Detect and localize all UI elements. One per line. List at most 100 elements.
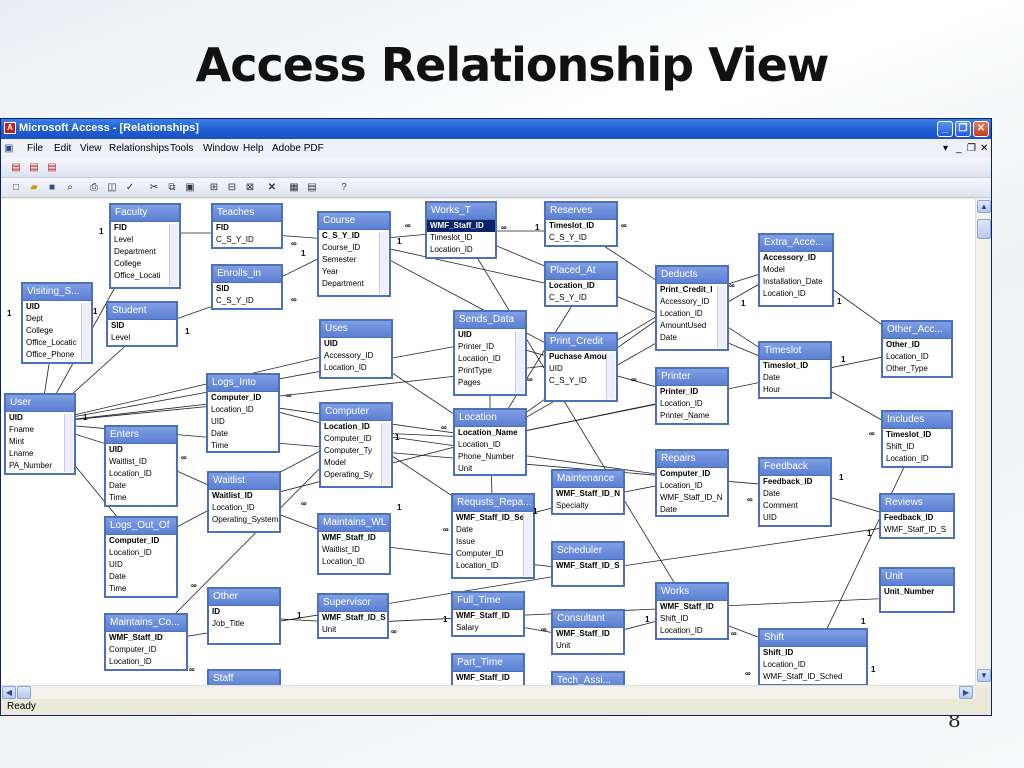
field-mint[interactable]: Mint	[9, 437, 25, 446]
field-wmf-staff-id-n[interactable]: WMF_Staff_ID_N	[660, 493, 723, 502]
print-preview-icon[interactable]: ◫	[107, 182, 117, 193]
field-shift-id[interactable]: Shift_ID	[763, 648, 794, 657]
field-college[interactable]: College	[26, 326, 54, 335]
delete-icon[interactable]: ✕	[267, 182, 277, 193]
field-fid[interactable]: FID	[216, 223, 229, 232]
field-salary[interactable]: Salary	[456, 623, 479, 632]
field-location-id[interactable]: Location_ID	[549, 281, 595, 290]
table-scrollbar[interactable]	[515, 331, 524, 393]
field-c-s-y-id[interactable]: C_S_Y_ID	[216, 235, 254, 244]
field-c-s-y-id[interactable]: C_S_Y_ID	[322, 231, 360, 240]
field-printtype[interactable]: PrintType	[458, 366, 492, 375]
field-uid[interactable]: UID	[109, 560, 123, 569]
table-scrollbar[interactable]	[606, 353, 615, 399]
field-c-s-y-id[interactable]: C_S_Y_ID	[549, 293, 587, 302]
field-job-title[interactable]: Job_Title	[212, 619, 245, 628]
menu-tools[interactable]: Tools	[170, 143, 194, 154]
field-c-s-y-id[interactable]: C_S_Y_ID	[216, 296, 254, 305]
field-location-id[interactable]: Location_ID	[886, 454, 929, 463]
field-computer-id[interactable]: Computer_ID	[660, 469, 711, 478]
field-location-id[interactable]: Location_ID	[211, 405, 254, 414]
table-title[interactable]: Maintains_Co...	[106, 615, 186, 632]
minimize-icon[interactable]: _	[937, 121, 953, 137]
table-title[interactable]: Faculty	[111, 205, 179, 222]
field-wmf-staff-id-sched[interactable]: WMF_Staff_ID_Sched	[763, 672, 843, 681]
field-accessory-id[interactable]: Accessory_ID	[763, 253, 816, 262]
field-model[interactable]: Model	[763, 265, 785, 274]
field-location-id[interactable]: Location_ID	[886, 352, 929, 361]
table-staff[interactable]: Staff	[207, 669, 281, 685]
field-dept[interactable]: Dept	[26, 314, 43, 323]
field-uid[interactable]: UID	[211, 417, 225, 426]
field-location-id[interactable]: Location_ID	[109, 469, 152, 478]
field-uid[interactable]: UID	[324, 339, 338, 348]
field-date[interactable]: Date	[211, 429, 228, 438]
field-location-id[interactable]: Location_ID	[458, 440, 501, 449]
field-location-id[interactable]: Location_ID	[458, 354, 501, 363]
field-date[interactable]: Date	[763, 489, 780, 498]
table-title[interactable]: Other_Acc...	[883, 322, 951, 339]
field-wmf-staff-id[interactable]: WMF_Staff_ID	[556, 629, 610, 638]
field-location-id[interactable]: Location_ID	[430, 245, 473, 254]
field-location-id[interactable]: Location_ID	[324, 422, 370, 431]
field-pa-number[interactable]: PA_Number	[9, 461, 52, 470]
field-timeslot-id[interactable]: Timeslot_ID	[763, 361, 809, 370]
field-comment[interactable]: Comment	[763, 501, 798, 510]
field-location-id[interactable]: Location_ID	[660, 626, 703, 635]
field-uid[interactable]: UID	[26, 302, 40, 311]
field-office-locatic[interactable]: Office_Locatic	[26, 338, 77, 347]
field-wmf-staff-id-n[interactable]: WMF_Staff_ID_N	[556, 489, 621, 498]
menu-view[interactable]: View	[80, 143, 102, 154]
field-unit[interactable]: Unit	[458, 464, 473, 473]
table-title[interactable]: Reviews	[881, 495, 953, 512]
field-operating-system[interactable]: Operating_System	[212, 515, 279, 524]
field-print-credit-i[interactable]: Print_Credit_I	[660, 285, 713, 294]
table-title[interactable]: Full_Time	[453, 593, 523, 610]
field-location-id[interactable]: Location_ID	[660, 399, 703, 408]
field-date[interactable]: Date	[456, 525, 473, 534]
field-year[interactable]: Year	[322, 267, 339, 276]
field-location-id[interactable]: Location_ID	[660, 309, 703, 318]
menu-adobe-pdf[interactable]: Adobe PDF	[272, 143, 324, 154]
field-computer-id[interactable]: Computer_ID	[456, 549, 504, 558]
field-date[interactable]: Date	[660, 333, 677, 342]
field-computer-id[interactable]: Computer_ID	[109, 536, 160, 545]
field-operating-sy[interactable]: Operating_Sy	[324, 470, 373, 479]
scroll-down-icon[interactable]: ▼	[977, 669, 991, 682]
doc-menu-icon[interactable]: ▣	[4, 143, 14, 154]
all-relationships-icon[interactable]: ⊠	[245, 182, 255, 193]
table-title[interactable]: Course	[319, 213, 389, 230]
table-title[interactable]: Staff	[209, 671, 279, 685]
scroll-up-icon[interactable]: ▲	[977, 200, 991, 213]
table-title[interactable]: Maintenance	[553, 471, 623, 488]
menu-window[interactable]: Window	[203, 143, 239, 154]
table-scrollbar[interactable]	[169, 224, 178, 286]
field-printer-name[interactable]: Printer_Name	[660, 411, 710, 420]
new-object-icon[interactable]: ▤	[307, 182, 317, 193]
field-phone-number[interactable]: Phone_Number	[458, 452, 515, 461]
menu-relationships[interactable]: Relationships	[109, 143, 170, 154]
paste-icon[interactable]: ▣	[185, 182, 195, 193]
pdf-convert-icon[interactable]: ▤	[11, 162, 21, 173]
table-scrollbar[interactable]	[379, 232, 388, 294]
table-title[interactable]: Maintains_WL	[319, 515, 389, 532]
field-waitlist-id[interactable]: Waitlist_ID	[212, 491, 253, 500]
